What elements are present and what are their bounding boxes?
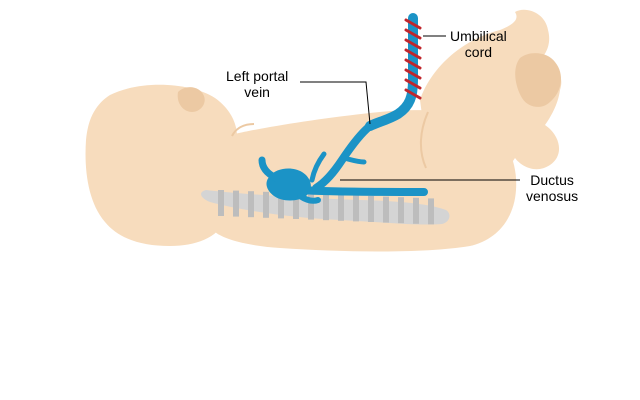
- portal-branch-side: [341, 155, 367, 165]
- vertebra-stripe: [323, 194, 329, 221]
- ductus-venosus: [296, 186, 428, 196]
- label-left-portal-vein: Left portal vein: [226, 68, 288, 100]
- label-umbilical-cord: Umbilical cord: [450, 28, 507, 60]
- arm-fold-line: [420, 111, 429, 169]
- vertebra-stripe: [353, 195, 359, 222]
- vessels: [258, 13, 428, 204]
- vertebra-stripe: [263, 191, 269, 218]
- hepatic-vein-curl: [258, 156, 280, 182]
- infant-foot: [515, 53, 562, 107]
- label-left-portal-vein-line1: Left portal: [226, 68, 289, 84]
- vertebra-stripe: [218, 190, 224, 216]
- left-portal-vein: [312, 122, 374, 192]
- umbilical-vein: [365, 13, 418, 131]
- label-umbilical-cord-line2: cord: [464, 44, 493, 60]
- umbilical-arteries: [404, 18, 422, 100]
- infant-ear: [177, 87, 205, 112]
- vertebra-stripe: [338, 194, 344, 221]
- vertebra-stripe: [413, 197, 419, 224]
- vertebra-stripe: [368, 196, 374, 222]
- shoulder-line: [231, 123, 255, 137]
- infant-head: [85, 84, 238, 246]
- vessel-lower-stub: [297, 193, 321, 204]
- label-ductus-venosus-line2: venosus: [526, 188, 579, 204]
- spine: [201, 190, 450, 225]
- vertebra-stripe: [383, 196, 389, 223]
- vertebra-stripe: [308, 193, 314, 220]
- leader-left-portal-vein: [300, 81, 371, 125]
- label-ductus-venosus: Ductus venosus: [526, 172, 578, 204]
- vertebra-stripe: [248, 191, 254, 218]
- portal-branch-upper: [309, 151, 327, 183]
- label-ductus-venosus-line1: Ductus: [530, 172, 574, 188]
- vertebra-stripe: [398, 197, 404, 224]
- vertebra-stripe: [293, 193, 299, 219]
- label-umbilical-cord-line1: Umbilical: [450, 28, 507, 44]
- vertebra-stripe: [233, 190, 239, 217]
- vertebra-stripe: [428, 198, 434, 225]
- vertebra-stripe: [278, 192, 284, 219]
- leader-lines: [300, 35, 520, 181]
- umbilical-artery-spiral: [404, 18, 422, 100]
- label-left-portal-vein-line2: vein: [244, 84, 270, 100]
